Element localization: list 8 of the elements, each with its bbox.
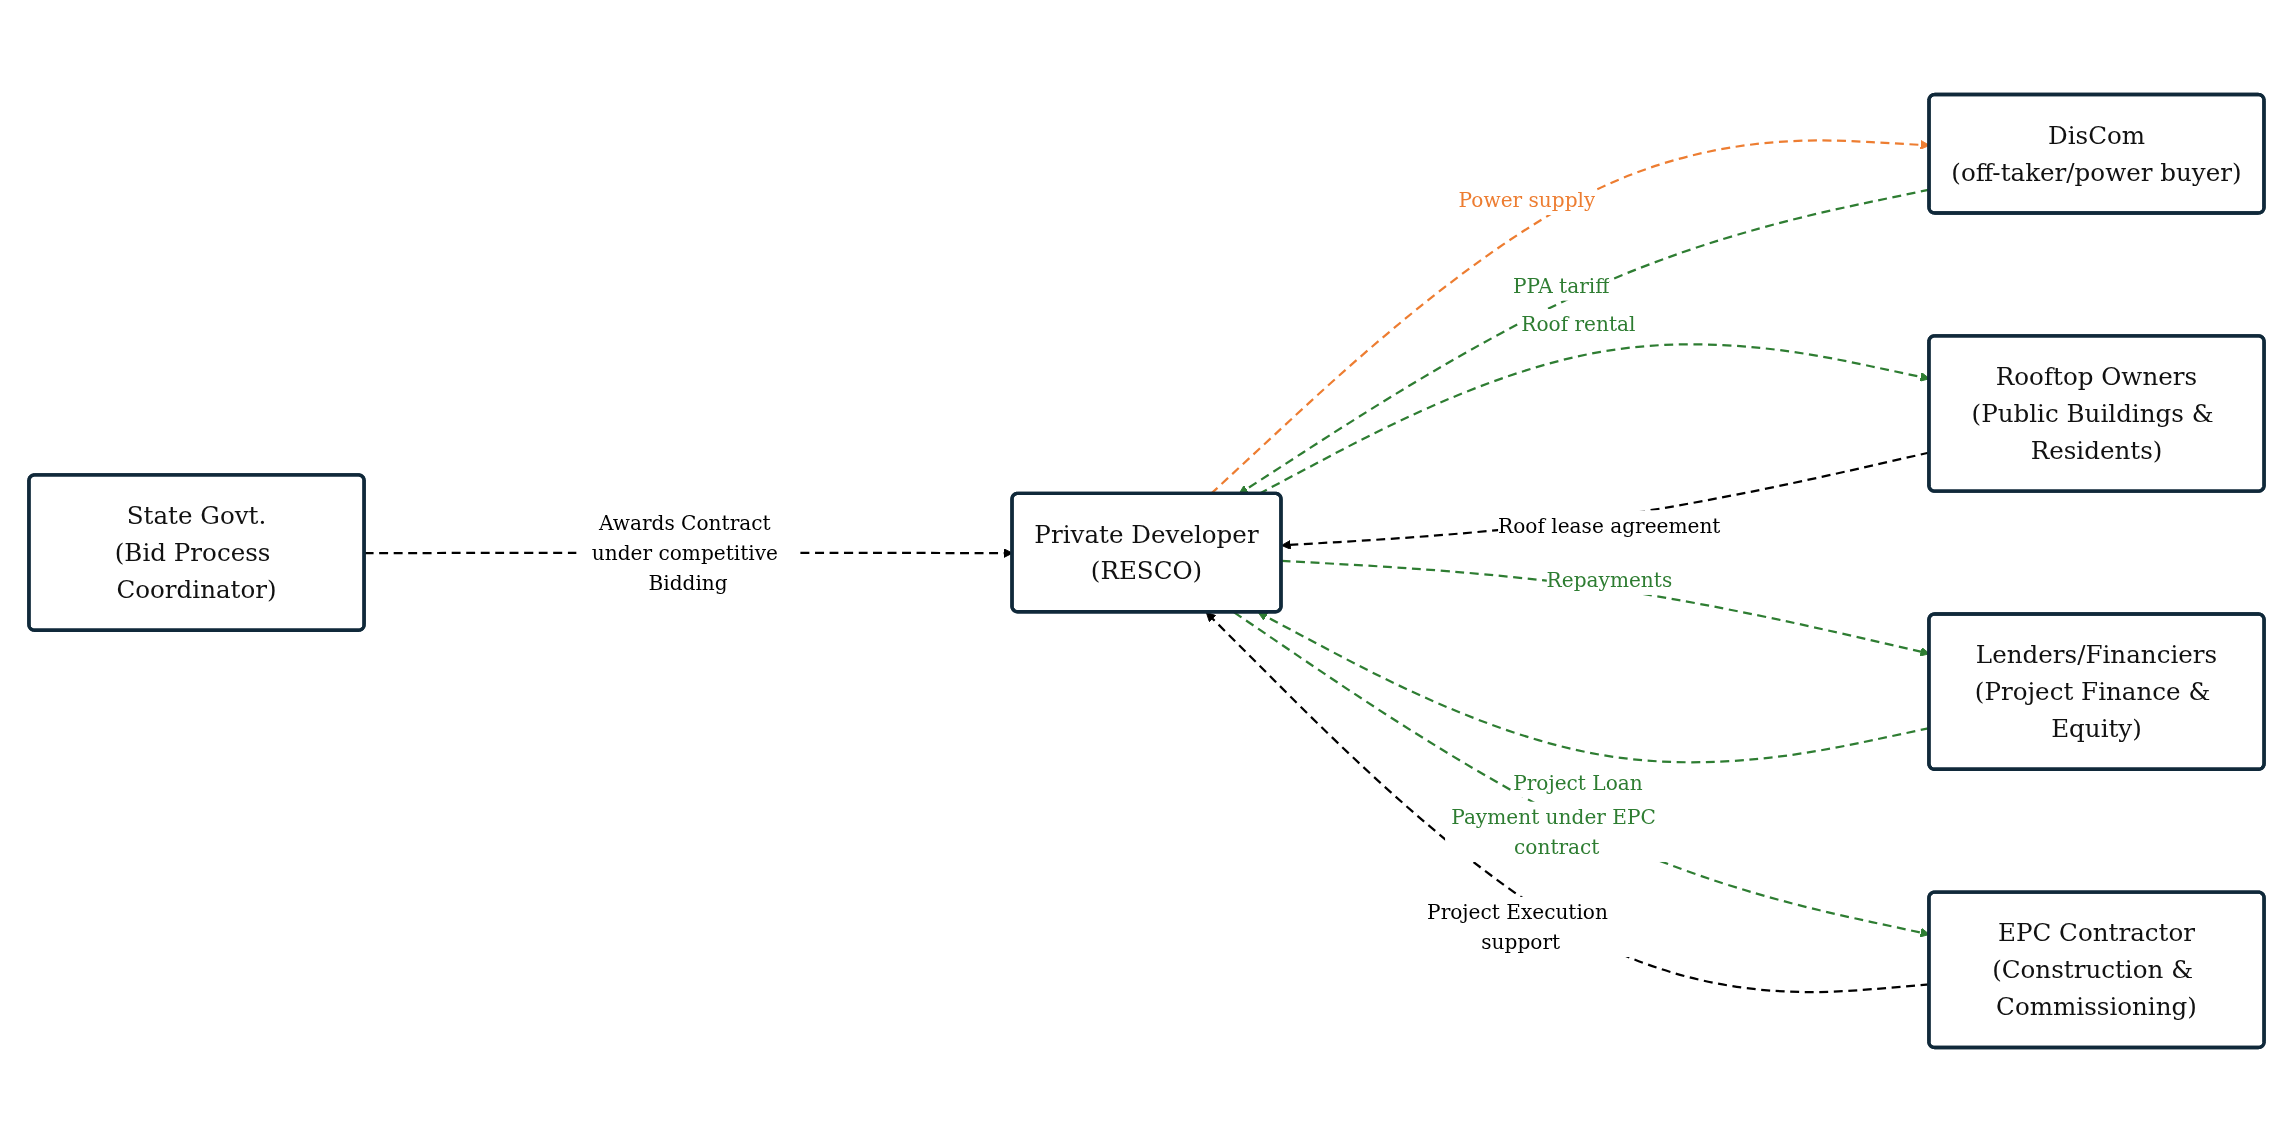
edge-label: Project Execution support xyxy=(1427,900,1608,954)
edge-label: Roof lease agreement xyxy=(1498,513,1721,538)
edge-label: Repayments xyxy=(1546,568,1673,592)
edge-label: Payment under EPC contract xyxy=(1451,804,1656,859)
edge-label: Project Loan xyxy=(1513,770,1643,795)
edge-label: Awards Contract under competitive Bidding xyxy=(591,510,778,595)
edge-label: Roof rental xyxy=(1521,312,1636,336)
edge-label: Power supply xyxy=(1458,188,1596,212)
